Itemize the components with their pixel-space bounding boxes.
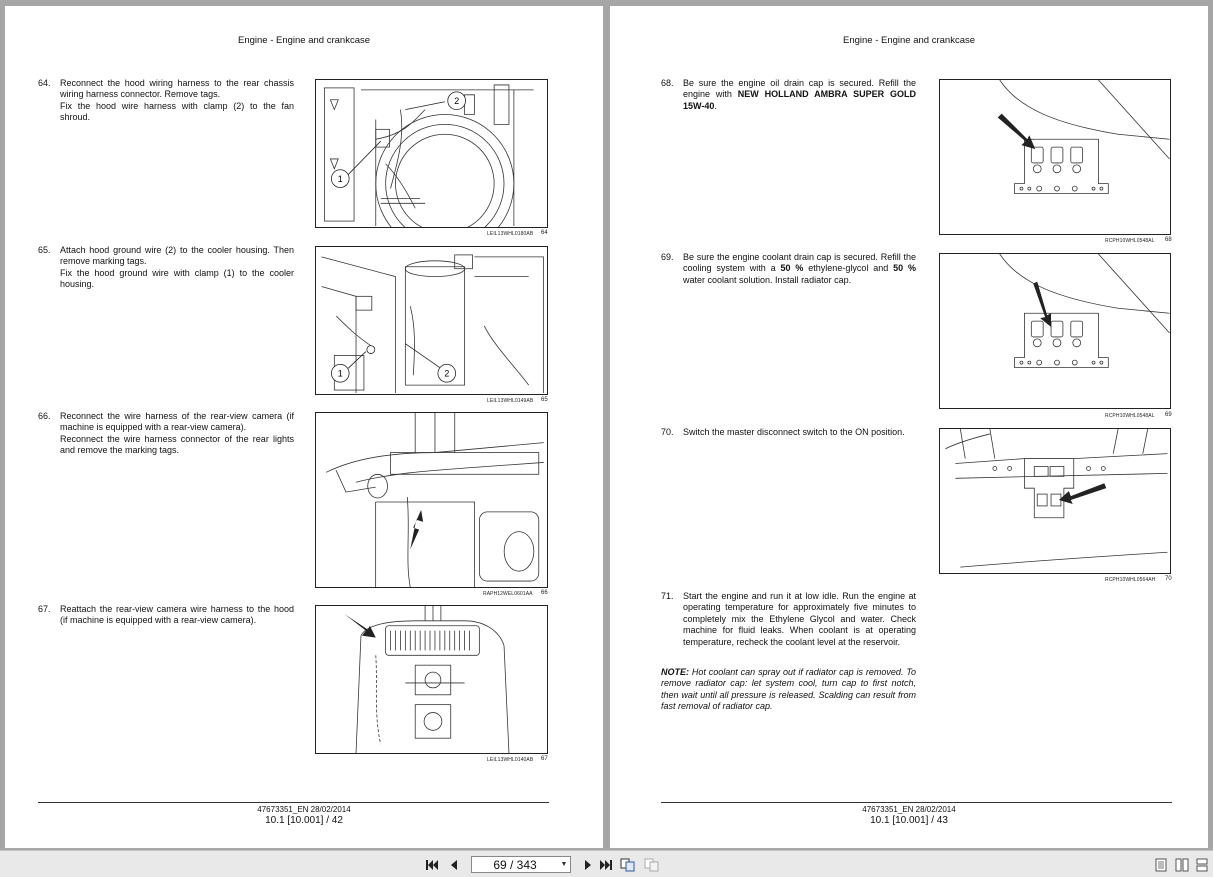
document-page-right: Engine - Engine and crankcase 68. Be sur… — [610, 6, 1208, 848]
figure-caption: LEIL13WHL0180AB — [487, 231, 534, 237]
figure-number: 66 — [541, 590, 548, 596]
previous-page-icon[interactable] — [446, 857, 462, 873]
step-number: 68. — [661, 78, 674, 88]
step-66: 66. Reconnect the wire harness of the re… — [38, 411, 294, 457]
step-number: 71. — [661, 591, 674, 601]
page-header: Engine - Engine and crankcase — [842, 35, 976, 46]
figure-69 — [939, 253, 1171, 409]
oil-spec: NEW HOLLAND AMBRA SUPER GOLD 15W-40 — [683, 89, 916, 111]
footer-doc-id: 47673351_EN 28/02/2014 — [257, 805, 351, 814]
first-page-icon[interactable] — [424, 857, 440, 873]
step-70: 70. Switch the master disconnect switch … — [661, 427, 916, 438]
figure-number: 67 — [541, 756, 548, 762]
note-label: NOTE: — [661, 667, 689, 677]
step-text: Reattach the rear-view camera wire harne… — [60, 604, 294, 626]
step-text: Fix the hood wire harness with clamp (2)… — [60, 100, 294, 123]
figure-70 — [939, 428, 1171, 574]
callout-2 — [447, 91, 466, 110]
page-header: Engine - Engine and crankcase — [237, 35, 371, 46]
figure-number: 65 — [541, 397, 548, 403]
fan-shroud-illustration: 2 1 — [324, 84, 534, 227]
step-text: Reconnect the hood wiring harness to the… — [60, 78, 294, 100]
step-number: 65. — [38, 245, 51, 255]
hood-harness-illustration — [344, 606, 510, 753]
figure-67 — [315, 605, 548, 754]
page-indicator: 69 / 343 — [493, 857, 537, 872]
page-footer: 47673351_EN 28/02/2014 10.1 [10.001] / 4… — [5, 805, 603, 826]
step-67: 67. Reattach the rear-view camera wire h… — [38, 604, 294, 627]
step-text: Start the engine and run it at low idle.… — [683, 591, 916, 647]
callout-1 — [330, 364, 350, 383]
figure-number: 69 — [1165, 412, 1172, 418]
cooler-housing-illustration: 1 2 — [321, 254, 544, 394]
step-number: 64. — [38, 78, 51, 88]
figure-caption: LEIL13WHL0140AB — [487, 757, 534, 763]
svg-text:1: 1 — [338, 174, 343, 184]
rear-light-connector-illustration — [326, 413, 544, 587]
step-number: 69. — [661, 252, 674, 262]
step-text: Reconnect the wire harness of the rear-v… — [60, 411, 294, 433]
figure-caption: LEIL13WHL0149AB — [487, 398, 534, 404]
step-text: Fix the hood ground wire with clamp (1) … — [60, 267, 294, 290]
continuous-view-icon[interactable] — [1194, 857, 1210, 873]
svg-text:1: 1 — [338, 369, 343, 379]
step-71: 71. Start the engine and run it at low i… — [661, 591, 916, 648]
figure-number: 68 — [1165, 237, 1172, 243]
chevron-down-icon[interactable]: ▼ — [560, 861, 568, 868]
step-65: 65. Attach hood ground wire (2) to the c… — [38, 245, 294, 291]
figure-64: 2 1 — [315, 79, 548, 228]
step-text: Attach hood ground wire (2) to the coole… — [60, 245, 294, 267]
step-number: 67. — [38, 604, 51, 614]
step-text: Be sure the engine coolant drain cap is … — [683, 252, 916, 274]
two-page-view-icon[interactable] — [1174, 857, 1190, 873]
callout-2 — [437, 364, 457, 383]
figure-caption: RCPH10WHL0564AH — [1105, 577, 1156, 583]
figure-68 — [939, 79, 1171, 235]
paste-icon[interactable] — [644, 857, 660, 873]
figure-caption: RAPH12WEL0601AA — [483, 591, 533, 597]
step-68: 68. Be sure the engine oil drain cap is … — [661, 78, 916, 111]
viewer-toolbar: 69 / 343 ▼ — [0, 850, 1213, 877]
document-viewport[interactable]: Engine - Engine and crankcase 64. Reconn… — [0, 0, 1213, 850]
svg-text:2: 2 — [454, 96, 459, 106]
figure-66 — [315, 412, 548, 588]
last-page-icon[interactable] — [598, 857, 614, 873]
step-number: 70. — [661, 427, 674, 437]
footer-doc-id: 47673351_EN 28/02/2014 — [862, 805, 956, 814]
page-number-select[interactable]: 69 / 343 ▼ — [471, 856, 571, 873]
coolant-drain-cap-illustration — [999, 254, 1170, 368]
step-69: 69. Be sure the engine coolant drain cap… — [661, 252, 916, 285]
figure-caption: RCPH10WHL0548AL — [1105, 413, 1155, 419]
figure-number: 64 — [541, 230, 548, 236]
copy-icon[interactable] — [620, 857, 636, 873]
next-page-icon[interactable] — [580, 857, 596, 873]
step-64: 64. Reconnect the hood wiring harness to… — [38, 78, 294, 124]
figure-65: 1 2 — [315, 246, 548, 395]
single-page-view-icon[interactable] — [1153, 857, 1169, 873]
coolant-warning-note: NOTE: Hot coolant can spray out if radia… — [661, 667, 916, 713]
footer-rule — [661, 802, 1172, 803]
footer-rule — [38, 802, 549, 803]
svg-text:2: 2 — [444, 369, 449, 379]
figure-caption: RCPH10WHL0548AL — [1105, 238, 1155, 244]
page-footer: 47673351_EN 28/02/2014 10.1 [10.001] / 4… — [610, 805, 1208, 826]
step-text: Switch the master disconnect switch to t… — [683, 427, 905, 437]
document-page-left: Engine - Engine and crankcase 64. Reconn… — [5, 6, 603, 848]
figure-number: 70 — [1165, 576, 1172, 582]
footer-page-number: 10.1 [10.001] / 42 — [265, 815, 343, 826]
oil-drain-cap-illustration — [997, 80, 1170, 194]
master-disconnect-switch-illustration — [945, 429, 1168, 568]
step-text: Reconnect the wire harness connector of … — [60, 433, 294, 456]
callout-1 — [330, 169, 350, 188]
footer-page-number: 10.1 [10.001] / 43 — [870, 815, 948, 826]
step-text: Be sure the engine oil drain cap is secu… — [683, 78, 916, 100]
step-number: 66. — [38, 411, 51, 421]
note-text: Hot coolant can spray out if radiator ca… — [661, 667, 916, 712]
